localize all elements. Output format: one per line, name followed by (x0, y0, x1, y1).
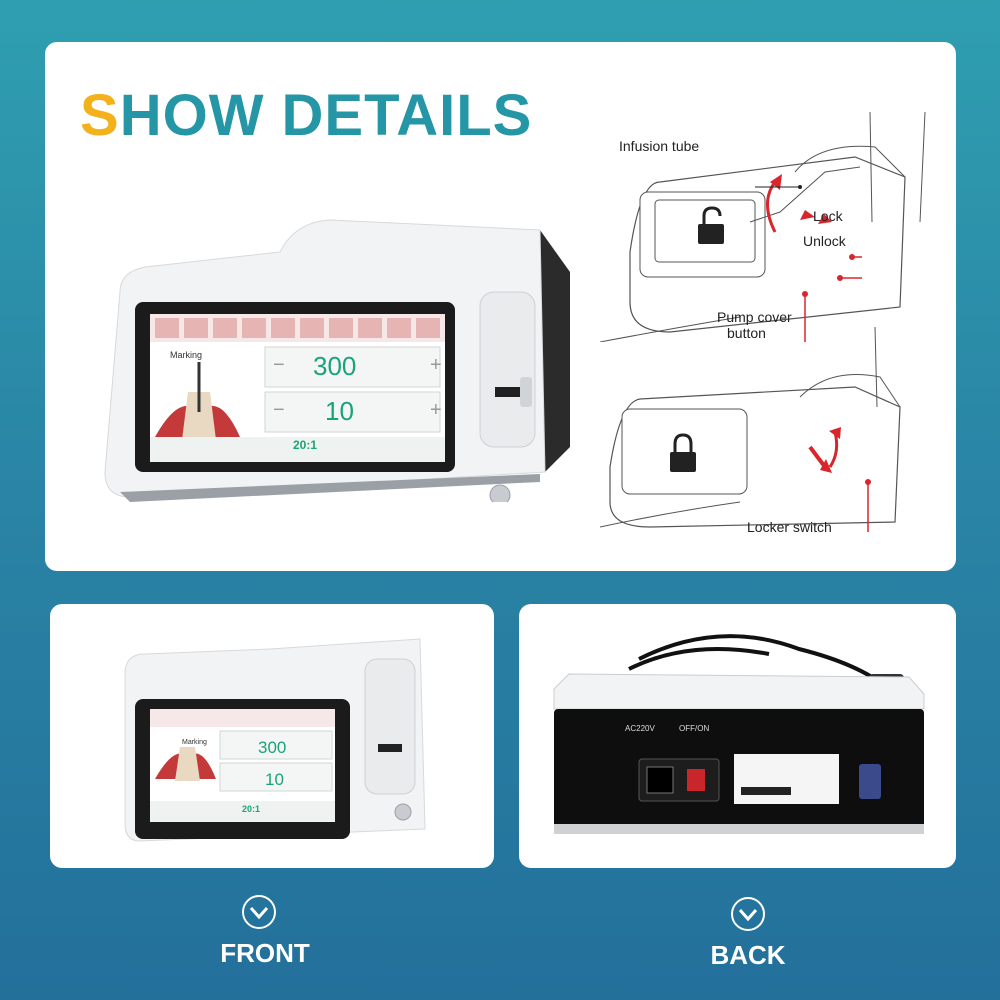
speed-value: 300 (313, 351, 357, 381)
back-voltage-label: AC220V (625, 724, 655, 733)
small-torque-value: 10 (265, 770, 284, 789)
small-speed-value: 300 (258, 738, 287, 757)
device-front-small (124, 638, 426, 842)
front-chevron-down-icon (242, 895, 276, 929)
diagram-locked-device (600, 327, 901, 532)
front-label: FRONT (220, 938, 310, 968)
headline-first-letter: S (80, 83, 120, 148)
torque-value: 10 (325, 396, 354, 426)
front-card: Marking 300 10 20:1 (50, 604, 494, 868)
back-card: AC220V OFF/ON (519, 604, 956, 868)
screen-marking-label: Marking (170, 350, 203, 360)
label-unlock: Unlock (803, 233, 846, 249)
headline-rest: HOW DETAILS (119, 83, 533, 148)
ratio-value[interactable]: 20:1 (293, 438, 318, 452)
label-infusion-tube: Infusion tube (619, 138, 700, 154)
label-pump-cover-line2: button (727, 325, 766, 341)
back-chevron-down-icon (731, 897, 765, 931)
label-lock: Lock (813, 208, 843, 224)
torque-minus-button[interactable]: − (273, 399, 285, 421)
label-locker-switch: Locker switch (747, 519, 832, 535)
small-screen-marking-label: Marking (182, 739, 207, 746)
speed-plus-button[interactable]: + (430, 354, 442, 376)
label-pump-cover-line1: Pump cover (717, 309, 792, 325)
tooth-thumbnails (150, 314, 445, 342)
torque-plus-button[interactable]: + (430, 399, 442, 421)
headline: SHOW DETAILS (80, 82, 532, 149)
small-ratio-value: 20:1 (242, 804, 261, 814)
top-card: SHOW DETAILS (45, 42, 956, 571)
back-label: BACK (710, 940, 786, 970)
device-back (553, 634, 925, 834)
device-front-large (104, 219, 570, 502)
back-power-switch-label: OFF/ON (679, 724, 710, 733)
speed-minus-button[interactable]: − (273, 354, 285, 376)
diagram-unlocked-device (600, 112, 926, 342)
